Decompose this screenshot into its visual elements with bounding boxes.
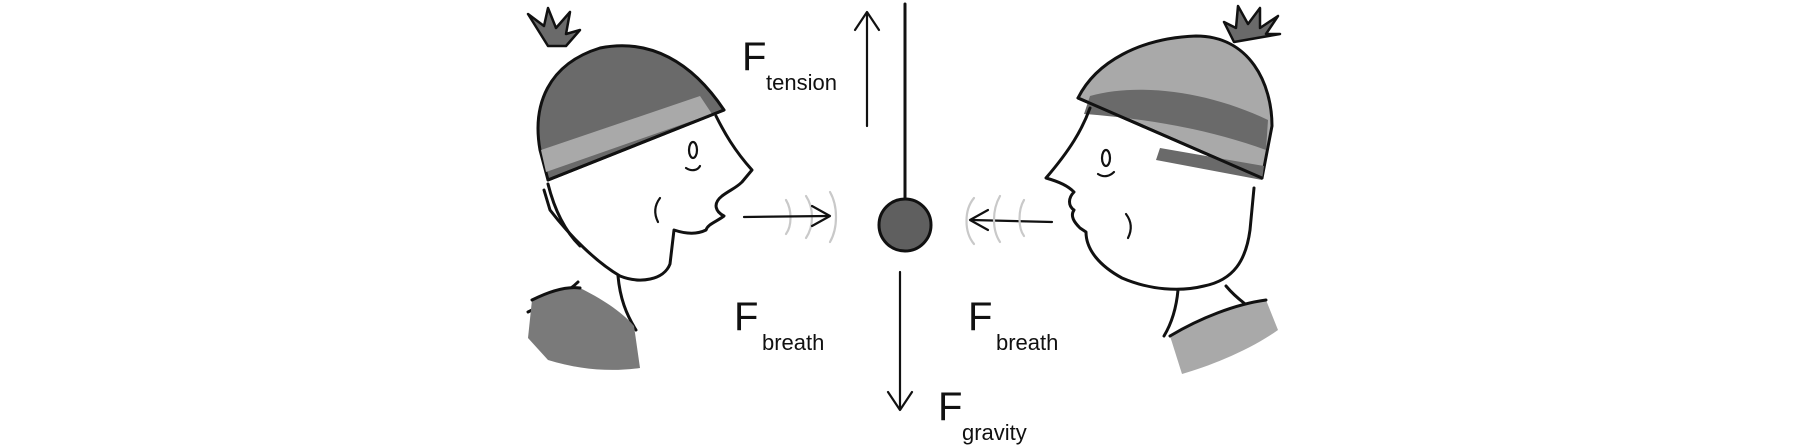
label-f-gravity-sub: gravity bbox=[962, 420, 1027, 445]
gravity-arrow bbox=[886, 270, 914, 412]
left-breath-arrow bbox=[742, 204, 832, 228]
label-f-tension-sub: tension bbox=[766, 70, 837, 95]
left-scarf bbox=[528, 287, 640, 370]
right-head bbox=[1044, 106, 1256, 291]
tension-arrow bbox=[853, 10, 881, 128]
label-f-breath-left-sub: breath bbox=[762, 330, 824, 355]
left-head bbox=[542, 114, 754, 282]
label-f-tension-main: F bbox=[742, 35, 766, 79]
label-f-breath-right-sub: breath bbox=[996, 330, 1058, 355]
right-eye bbox=[1100, 148, 1112, 168]
label-f-breath-right: F breath bbox=[968, 295, 1058, 355]
left-hat-pompom bbox=[526, 6, 582, 48]
left-person bbox=[526, 6, 754, 370]
right-breath-waves bbox=[965, 194, 1026, 246]
label-f-tension: F tension bbox=[742, 35, 837, 95]
right-hat-pompom bbox=[1222, 4, 1282, 44]
label-f-gravity-main: F bbox=[938, 385, 962, 429]
right-hat-stripe bbox=[1084, 89, 1268, 150]
right-scarf bbox=[1170, 300, 1278, 374]
label-f-breath-right-main: F bbox=[968, 295, 992, 339]
label-f-gravity: F gravity bbox=[938, 385, 1027, 445]
right-breath-arrow bbox=[968, 208, 1054, 232]
label-f-breath-left-main: F bbox=[734, 295, 758, 339]
left-hat-stripe bbox=[541, 96, 712, 172]
label-f-breath-left: F breath bbox=[734, 295, 824, 355]
left-eye bbox=[687, 140, 699, 160]
pendulum-ball bbox=[877, 197, 933, 253]
right-person bbox=[1044, 4, 1282, 374]
right-hat-stripe-2 bbox=[1156, 148, 1264, 180]
